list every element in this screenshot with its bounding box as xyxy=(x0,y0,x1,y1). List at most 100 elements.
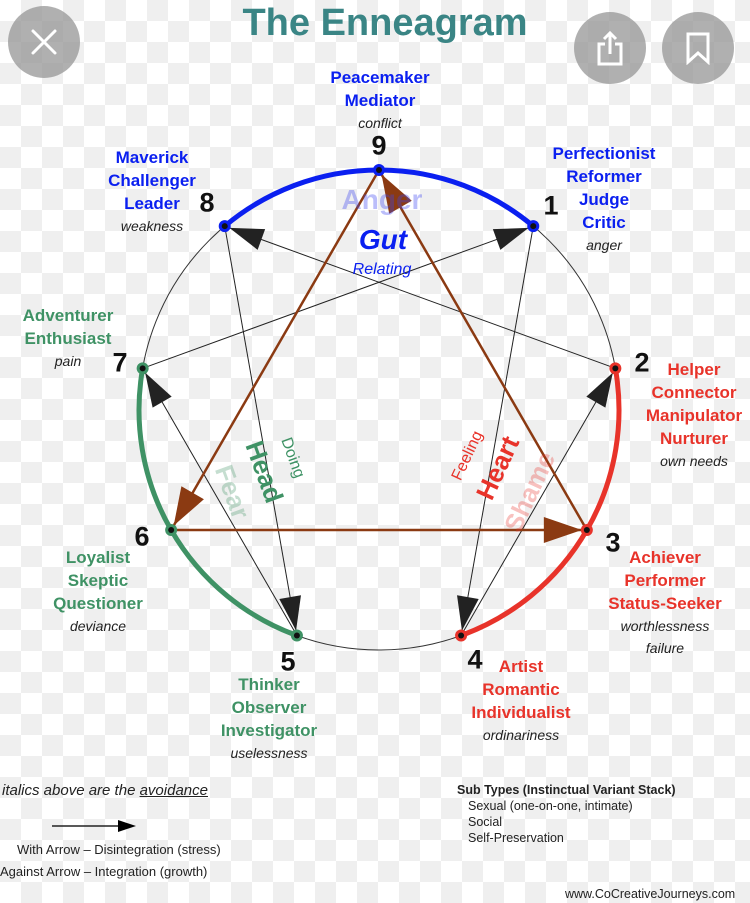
type-number-5: 5 xyxy=(280,646,296,677)
triangle-9-6-line xyxy=(170,169,381,531)
hexad-8-5-arrowhead xyxy=(279,595,301,631)
avoidance-word: avoidance xyxy=(139,782,208,799)
close-button[interactable] xyxy=(8,6,80,78)
type-name: Peacemaker xyxy=(330,68,430,87)
type-name: Connector xyxy=(651,383,737,402)
with-arrow-note: With Arrow – Disintegration (stress) xyxy=(17,842,221,857)
hexad-1-4-line xyxy=(460,226,534,636)
bookmark-button[interactable] xyxy=(662,12,734,84)
type-name: Perfectionist xyxy=(552,144,656,163)
node-8-center xyxy=(221,223,228,230)
share-icon xyxy=(597,30,623,66)
node-5-center xyxy=(293,632,300,639)
type-name: Maverick xyxy=(115,148,189,167)
node-6-center xyxy=(168,527,175,533)
type-number-8: 8 xyxy=(199,187,215,218)
hexad-2-8-arrowhead xyxy=(229,227,266,250)
gut-center: Gut xyxy=(358,224,408,255)
node-2-center xyxy=(612,365,619,372)
italics-note: italics above are the avoidance xyxy=(2,782,208,799)
triangle-9-6-arrowhead xyxy=(173,486,204,526)
type-name: Judge xyxy=(578,190,630,209)
avoidance: ordinariness xyxy=(482,727,560,743)
type-name: Individualist xyxy=(471,703,571,722)
node-1-center xyxy=(530,223,537,230)
page-title: The Enneagram xyxy=(242,2,528,44)
bookmark-icon xyxy=(686,32,710,65)
type-name: Observer xyxy=(231,698,307,717)
type-name: Status-Seeker xyxy=(608,594,722,613)
triangle-6-3-arrowhead xyxy=(543,517,582,543)
avoidance: uselessness xyxy=(230,745,308,761)
arrow-legend-icon xyxy=(52,820,136,832)
gut-mode: Relating xyxy=(352,261,412,278)
type-name: Performer xyxy=(624,571,706,590)
subtypes-heading: Sub Types (Instinctual Variant Stack) xyxy=(457,783,676,797)
share-button[interactable] xyxy=(574,12,646,84)
hexad-5-7-arrowhead xyxy=(145,372,172,408)
triangle-3-9-arrowhead xyxy=(381,174,412,214)
type-name: Manipulator xyxy=(645,406,743,425)
type-number-6: 6 xyxy=(134,521,150,552)
type-name: Artist xyxy=(498,657,544,676)
hexad-7-1-line xyxy=(142,225,534,369)
avoidance: conflict xyxy=(358,115,402,131)
gut-emotion: Anger xyxy=(341,184,423,215)
type-name: Critic xyxy=(582,213,626,232)
type-number-4: 4 xyxy=(467,644,483,675)
hexad-1-4-arrowhead xyxy=(457,595,479,631)
credit-link[interactable]: www.CoCreativeJourneys.com xyxy=(565,887,736,901)
type-number-9: 9 xyxy=(371,130,387,161)
avoidance: deviance xyxy=(69,618,127,634)
avoidance: anger xyxy=(586,237,622,253)
node-3-center xyxy=(583,527,590,533)
node-9-center xyxy=(376,167,382,173)
node-7-center xyxy=(139,365,146,372)
hexad-7-1-arrowhead xyxy=(492,227,529,250)
type-name: Adventurer xyxy=(22,306,114,325)
subtype-item: Sexual (one-on-one, intimate) xyxy=(468,799,633,813)
node-4-center xyxy=(458,632,465,639)
subtype-item: Self-Preservation xyxy=(468,831,564,845)
hexad-2-8-line xyxy=(224,225,616,369)
subtype-item: Social xyxy=(468,815,503,829)
type-name: Nurturer xyxy=(659,429,728,448)
type-name: Mediator xyxy=(344,91,416,110)
avoidance: pain xyxy=(54,353,82,369)
avoidance: weakness xyxy=(120,218,184,234)
type-number-3: 3 xyxy=(605,527,621,558)
type-number-1: 1 xyxy=(543,190,559,221)
hexad-4-2-arrowhead xyxy=(586,372,613,408)
against-arrow-note: Against Arrow – Integration (growth) xyxy=(0,864,208,879)
hexad-8-5-line xyxy=(224,226,298,636)
type-name: Enthusiast xyxy=(24,329,112,348)
type-name: Questioner xyxy=(53,594,143,613)
hexad-4-2-line xyxy=(460,368,616,636)
type-name: Skeptic xyxy=(67,571,129,590)
hexad-5-7-line xyxy=(142,368,298,636)
type-name: Investigator xyxy=(220,721,318,740)
type-name: Loyalist xyxy=(65,548,131,567)
type-number-2: 2 xyxy=(634,347,650,378)
type-name: Leader xyxy=(124,194,180,213)
close-icon xyxy=(31,29,57,55)
type-name: Helper xyxy=(667,360,721,379)
type-name: Thinker xyxy=(238,675,300,694)
triangle-3-9-line xyxy=(377,169,588,531)
avoidance: failure xyxy=(645,640,685,656)
type-name: Romantic xyxy=(482,680,560,699)
type-number-7: 7 xyxy=(112,347,128,378)
type-name: Challenger xyxy=(108,171,196,190)
avoidance: worthlessness xyxy=(620,618,710,634)
avoidance: own needs xyxy=(660,453,728,469)
